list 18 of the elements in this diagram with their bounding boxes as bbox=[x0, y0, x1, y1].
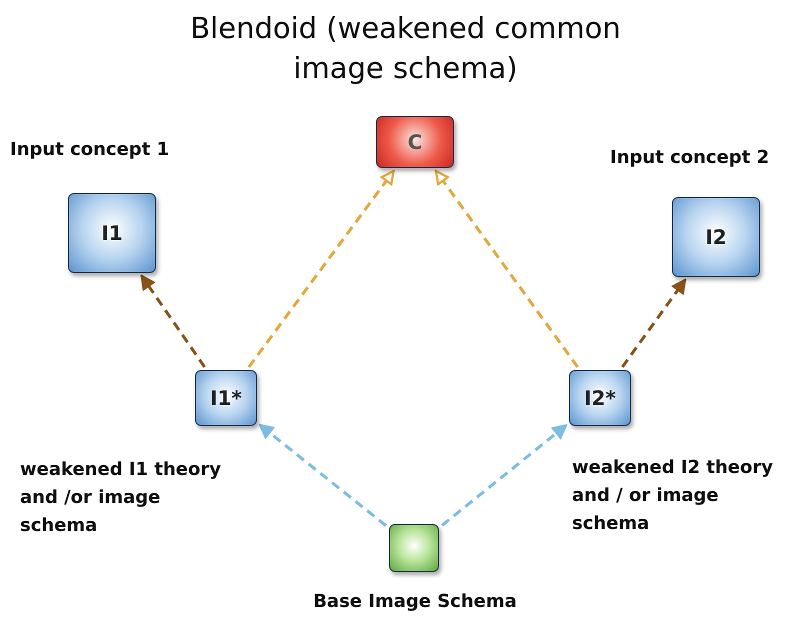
node-caption: Input concept 2 bbox=[610, 146, 770, 170]
dashed-arrow bbox=[258, 424, 387, 527]
dashed-arrow bbox=[434, 170, 579, 368]
dashed-arrow bbox=[441, 424, 568, 527]
dashed-arrow bbox=[621, 278, 686, 368]
concept-box: I1* bbox=[195, 370, 257, 426]
node-caption: weakened I2 theory and / or image schema bbox=[572, 456, 774, 536]
node-caption: Base Image Schema bbox=[312, 590, 518, 614]
concept-box: I2* bbox=[569, 370, 631, 426]
node-caption: weakened I1 theory and /or image schema bbox=[20, 458, 222, 538]
dashed-arrow bbox=[140, 274, 206, 368]
base-box bbox=[389, 524, 439, 572]
dashed-arrow bbox=[248, 170, 395, 368]
diagram-title: Blendoid (weakened common image schema) bbox=[189, 10, 622, 87]
concept-box: I1 bbox=[68, 193, 156, 273]
concept-box: C bbox=[376, 116, 454, 168]
node-caption: Input concept 1 bbox=[10, 138, 170, 162]
concept-box: I2 bbox=[672, 197, 760, 277]
